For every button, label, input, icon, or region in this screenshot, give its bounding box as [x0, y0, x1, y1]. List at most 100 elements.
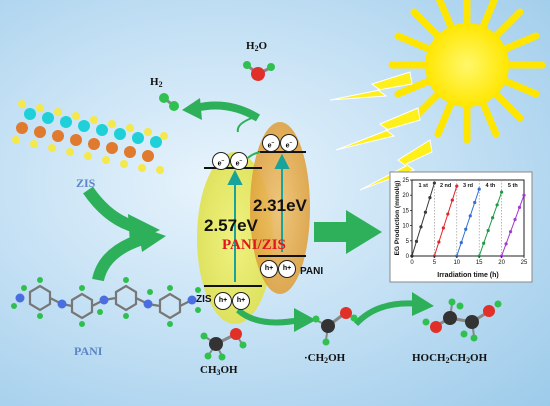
hole-icon: h+ [232, 292, 250, 310]
series-point [508, 230, 513, 234]
zis-label: ZIS [76, 176, 96, 190]
series-point [482, 241, 486, 245]
cycle-label: 4 th [486, 183, 496, 189]
x-tick-label: 5 [433, 260, 437, 266]
electron-charge: − [289, 140, 293, 146]
series-point [446, 212, 450, 216]
hole-icon: h+ [278, 260, 296, 278]
zis-crystal-icon [12, 100, 168, 174]
pani-label: PANI [74, 344, 103, 358]
series-line [501, 195, 525, 257]
electron-charge: − [271, 140, 275, 146]
electron-symbol: e [267, 142, 272, 150]
electron-icon: e− [280, 134, 298, 152]
series-point [414, 239, 419, 244]
methanol-molecule-icon [200, 328, 247, 361]
cycle-label: 1 st [418, 183, 428, 189]
series-point [423, 210, 428, 214]
arrow-h2-evolution-head [182, 98, 202, 120]
x-tick-label: 10 [453, 260, 460, 266]
arrow-methanol-oxidation-head [294, 308, 316, 332]
series-point [504, 242, 508, 246]
light-bolt-icon [359, 139, 433, 191]
electron-symbol: e [217, 160, 222, 168]
y-tick-label: 25 [402, 178, 409, 184]
series-point [473, 200, 477, 205]
composite-label: PANI/ZIS [222, 237, 286, 253]
electron-icon: e− [262, 134, 280, 152]
hydrogen-h: H [150, 76, 159, 88]
series-point [522, 193, 526, 197]
series-line [411, 182, 435, 257]
eg-ch: CH [449, 352, 467, 364]
radical-label: ·CH2OH [304, 352, 345, 365]
arrow-pani-to-composite-head [138, 226, 166, 252]
electron-symbol: e [285, 142, 290, 150]
electron-symbol: e [235, 160, 240, 168]
chart-series-group [410, 181, 526, 258]
methanol-oh: OH [220, 364, 238, 376]
series-line [478, 191, 503, 257]
arrow-methanol-oxidation [235, 307, 301, 326]
series-point [491, 216, 495, 220]
pani-band-label: PANI [300, 266, 324, 277]
arrow-composite-to-chart [314, 210, 382, 254]
hydrogen-label: H2 [150, 76, 163, 89]
y-tick-label: 5 [406, 239, 410, 245]
zis-bandgap-label: 2.57eV [204, 216, 258, 235]
y-tick-label: 0 [406, 254, 410, 260]
chart-x-axis-label: Irradiation time (h) [437, 272, 498, 279]
light-bolt-icon [335, 107, 421, 151]
water-o: O [258, 40, 268, 52]
radical-ch: ·CH [304, 352, 325, 364]
series-point [468, 214, 472, 218]
cycle-label: 2 nd [440, 183, 451, 189]
electron-charge: − [221, 158, 225, 164]
series-point [464, 227, 468, 231]
cycle-label: 5 th [508, 183, 518, 189]
radical-oh: OH [328, 352, 346, 364]
pani-bandgap-label: 2.31eV [253, 196, 307, 215]
series-point [432, 181, 436, 185]
series-point [486, 228, 490, 233]
x-tick-label: 20 [498, 260, 505, 266]
methanol-ch: CH [200, 364, 217, 376]
zis-band-label: ZIS [196, 294, 212, 305]
chart-y-axis-label: EG Production (mmol/g) [394, 181, 401, 256]
series-point [459, 241, 463, 245]
series-point [455, 184, 459, 188]
pani-band-ellipse [250, 122, 310, 294]
electron-transfer-arrow [247, 151, 261, 159]
electron-icon: e− [212, 152, 230, 170]
radical-sub: 2 [324, 355, 329, 365]
x-tick-label: 0 [410, 260, 414, 266]
y-tick-label: 20 [402, 193, 409, 199]
y-tick-label: 15 [402, 208, 409, 214]
chart-y-ticks: 0 5 10 15 20 25 [402, 178, 412, 260]
hole-icon: h+ [260, 260, 278, 278]
water-molecule-icon [243, 61, 275, 81]
series-point [513, 217, 517, 222]
eg-sub-b: 2 [466, 355, 471, 365]
series-line [433, 185, 458, 257]
ethylene-glycol-label: HOCH2CH2OH [412, 352, 487, 365]
arrow-h2-evolution [195, 101, 261, 122]
methanol-label: CH3OH [200, 364, 238, 377]
sun-icon [388, 0, 546, 144]
series-line [456, 188, 480, 257]
y-tick-label: 10 [402, 224, 409, 230]
series-point [419, 225, 423, 229]
eg-sub-a: 2 [445, 355, 450, 365]
series-point [450, 198, 454, 202]
series-point [441, 226, 445, 230]
eg-hoch: HOCH [412, 352, 446, 364]
series-point [428, 196, 432, 200]
water-sub: 2 [254, 43, 259, 53]
series-point [495, 203, 499, 207]
x-tick-label: 25 [521, 260, 528, 266]
arrow-radical-coupling [353, 300, 421, 327]
